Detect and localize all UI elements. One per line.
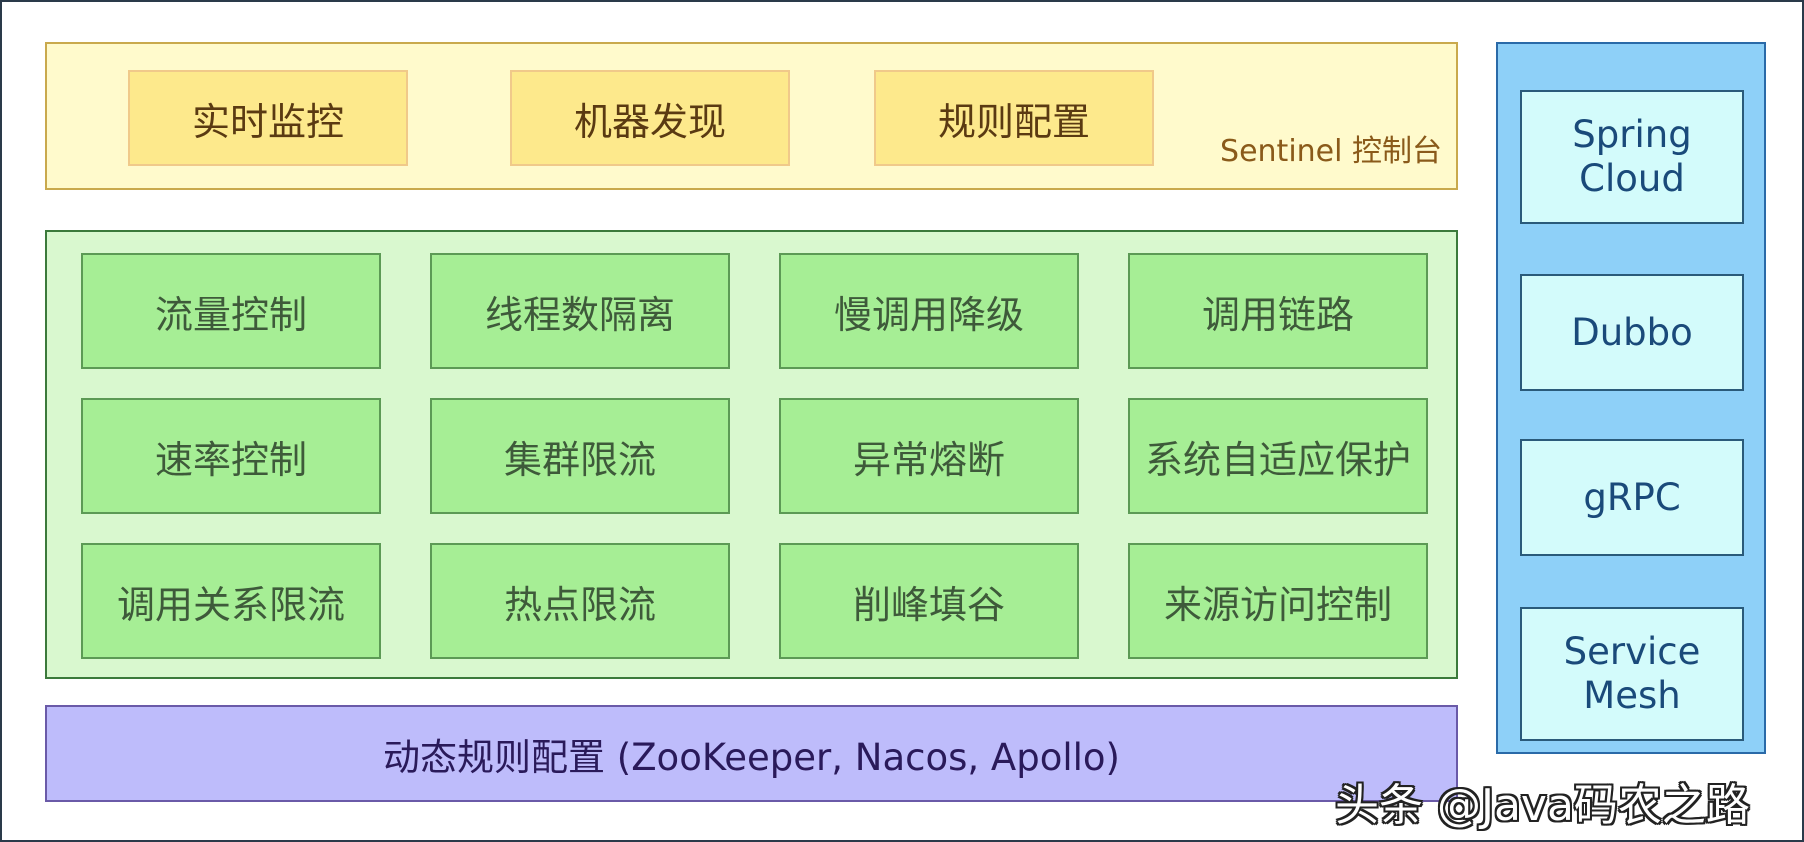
console-item-machine-discovery: 机器发现 — [510, 70, 790, 166]
feature-hotspot-limit: 热点限流 — [430, 543, 730, 659]
feature-call-chain: 调用链路 — [1128, 253, 1428, 369]
console-item-rule-config: 规则配置 — [874, 70, 1154, 166]
adapter-service-mesh: Service Mesh — [1520, 607, 1744, 741]
adapter-spring-cloud: Spring Cloud — [1520, 90, 1744, 224]
core-features-panel: 流量控制 线程数隔离 慢调用降级 调用链路 速率控制 集群限流 异常熔断 系统自… — [45, 230, 1458, 679]
adapter-dubbo: Dubbo — [1520, 274, 1744, 391]
console-item-realtime-monitoring: 实时监控 — [128, 70, 408, 166]
feature-system-adaptive: 系统自适应保护 — [1128, 398, 1428, 514]
watermark: 头条 @Java码农之路 — [1335, 780, 1750, 831]
feature-peak-shaving: 削峰填谷 — [779, 543, 1079, 659]
dynamic-rules-panel: 动态规则配置 (ZooKeeper, Nacos, Apollo) — [45, 705, 1458, 802]
feature-thread-isolation: 线程数隔离 — [430, 253, 730, 369]
adapters-panel: Spring Cloud Dubbo gRPC Service Mesh — [1496, 42, 1766, 754]
feature-rate-control: 速率控制 — [81, 398, 381, 514]
feature-cluster-limit: 集群限流 — [430, 398, 730, 514]
adapter-grpc: gRPC — [1520, 439, 1744, 556]
feature-flow-control: 流量控制 — [81, 253, 381, 369]
feature-relation-limit: 调用关系限流 — [81, 543, 381, 659]
feature-slow-call-degrade: 慢调用降级 — [779, 253, 1079, 369]
console-label: Sentinel 控制台 — [1220, 134, 1442, 169]
sentinel-console-panel: 实时监控 机器发现 规则配置 Sentinel 控制台 — [45, 42, 1458, 190]
feature-origin-control: 来源访问控制 — [1128, 543, 1428, 659]
feature-exception-breaker: 异常熔断 — [779, 398, 1079, 514]
